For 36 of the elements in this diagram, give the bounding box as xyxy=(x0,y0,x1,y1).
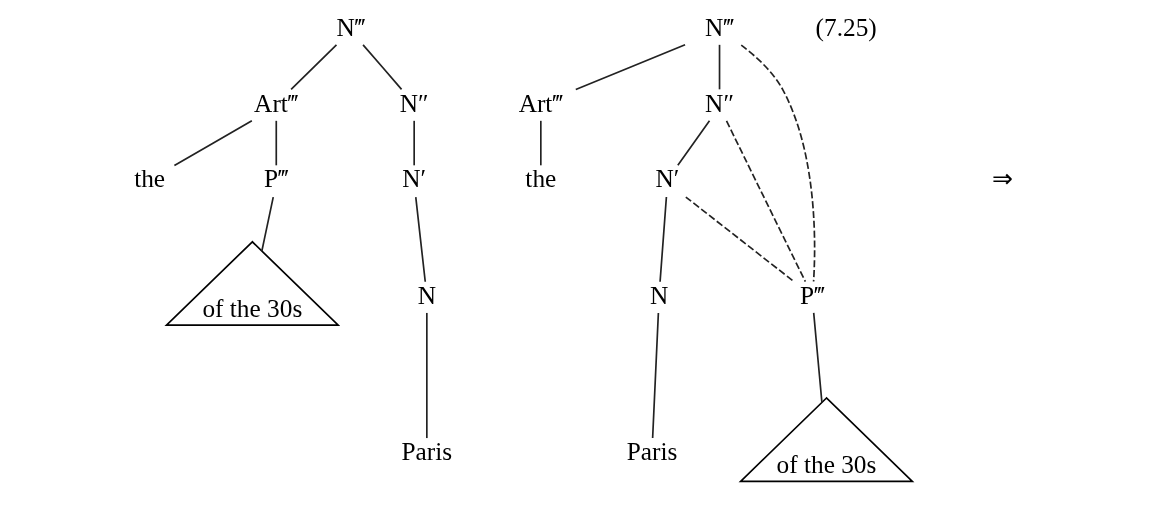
connector xyxy=(740,44,816,283)
connector xyxy=(426,312,428,439)
node-text: N″ xyxy=(399,88,429,117)
connector xyxy=(413,119,415,167)
node-text: P‴ xyxy=(263,164,289,193)
connector xyxy=(261,196,275,252)
connector xyxy=(539,119,542,167)
node-text: N′ xyxy=(402,164,427,193)
connector xyxy=(812,312,823,404)
node-text: N″ xyxy=(705,88,734,117)
connector xyxy=(659,196,668,283)
node-text: N′ xyxy=(655,164,680,193)
connector xyxy=(275,119,278,167)
connector xyxy=(725,120,807,283)
node-text: Art‴ xyxy=(518,88,563,117)
node-text: N xyxy=(417,280,436,309)
node-text: P‴ xyxy=(800,280,825,309)
connector xyxy=(651,312,660,439)
connector xyxy=(718,44,721,91)
node-text: the xyxy=(134,164,166,193)
node-text: Paris xyxy=(626,436,678,465)
connector xyxy=(362,44,403,91)
node-text: N‴ xyxy=(336,12,366,41)
node-text: Paris xyxy=(401,436,453,465)
connector xyxy=(677,119,711,167)
label: (7.25) xyxy=(815,12,877,41)
node-text: the xyxy=(525,164,557,193)
connector xyxy=(173,119,253,167)
connector xyxy=(574,44,686,91)
connector xyxy=(685,196,796,283)
label: ⇒ xyxy=(991,164,1013,193)
node-text: N xyxy=(649,280,669,309)
node-text: N‴ xyxy=(705,12,734,41)
node-text: Art‴ xyxy=(254,88,299,117)
connector xyxy=(290,44,338,91)
connector xyxy=(414,196,427,283)
